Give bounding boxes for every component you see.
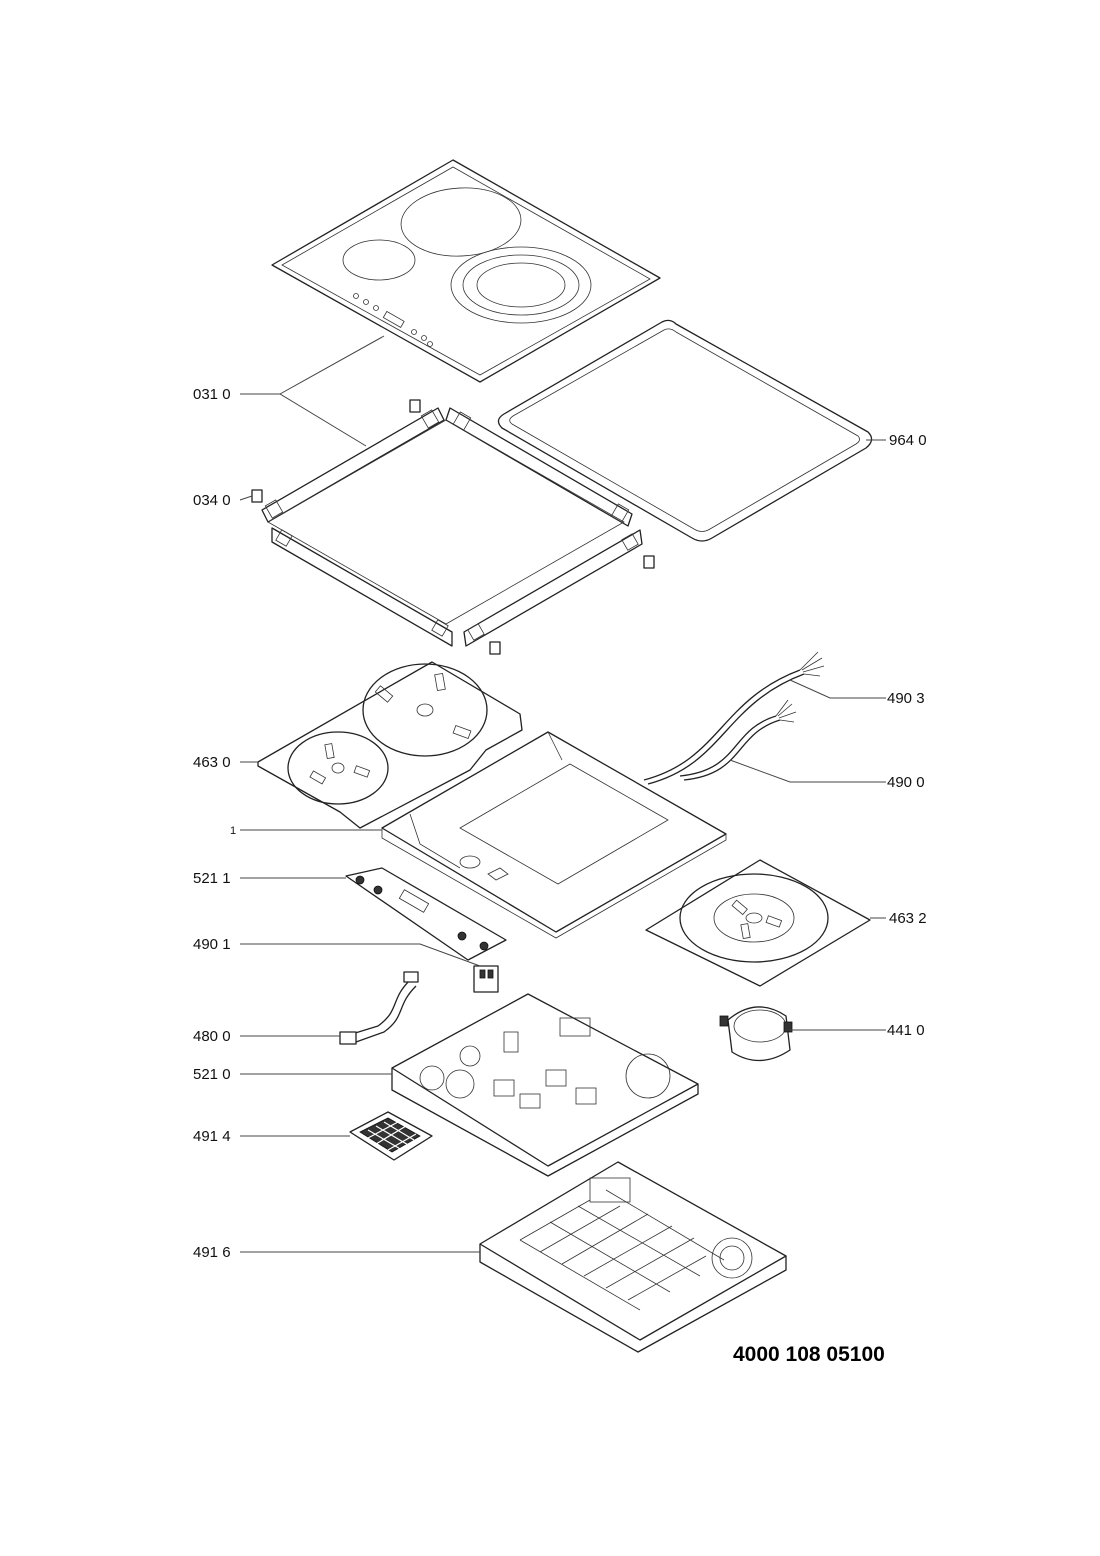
label-521-1: 521 1 (193, 870, 231, 887)
label-491-6: 491 6 (193, 1244, 231, 1261)
label-034-0: 034 0 (193, 492, 231, 509)
label-463-2: 463 2 (889, 910, 927, 927)
cable-harness[interactable] (339, 971, 419, 1045)
control-board[interactable] (345, 867, 507, 961)
document-number: 4000 108 05100 (733, 1343, 885, 1366)
frame-rails[interactable] (261, 407, 643, 647)
glass-top[interactable] (271, 159, 661, 383)
label-490-1: 490 1 (193, 936, 231, 953)
label-491-4: 491 4 (193, 1128, 231, 1145)
coil-plate-left[interactable] (257, 661, 523, 829)
label-441-0: 441 0 (887, 1022, 925, 1039)
label-1: 1 (230, 825, 236, 837)
filter[interactable] (349, 1111, 433, 1161)
coil-plate-right[interactable] (645, 859, 871, 987)
clip[interactable] (251, 399, 655, 655)
power-board-tray[interactable] (391, 993, 699, 1177)
heater-wire-lower[interactable] (679, 699, 797, 781)
label-490-3: 490 3 (887, 690, 925, 707)
heater-wire-upper[interactable] (643, 651, 825, 785)
connector[interactable] (473, 965, 499, 993)
gasket-frame[interactable] (497, 319, 873, 542)
leader-lines (239, 335, 886, 1253)
label-480-0: 480 0 (193, 1028, 231, 1045)
cooling-fan[interactable] (719, 1006, 793, 1062)
bottom-housing[interactable] (479, 1161, 787, 1353)
label-964-0: 964 0 (889, 432, 927, 449)
label-463-0: 463 0 (193, 754, 231, 771)
support-chassis[interactable] (381, 731, 727, 939)
label-490-0: 490 0 (887, 774, 925, 791)
label-031-0: 031 0 (193, 386, 231, 403)
label-521-0: 521 0 (193, 1066, 231, 1083)
